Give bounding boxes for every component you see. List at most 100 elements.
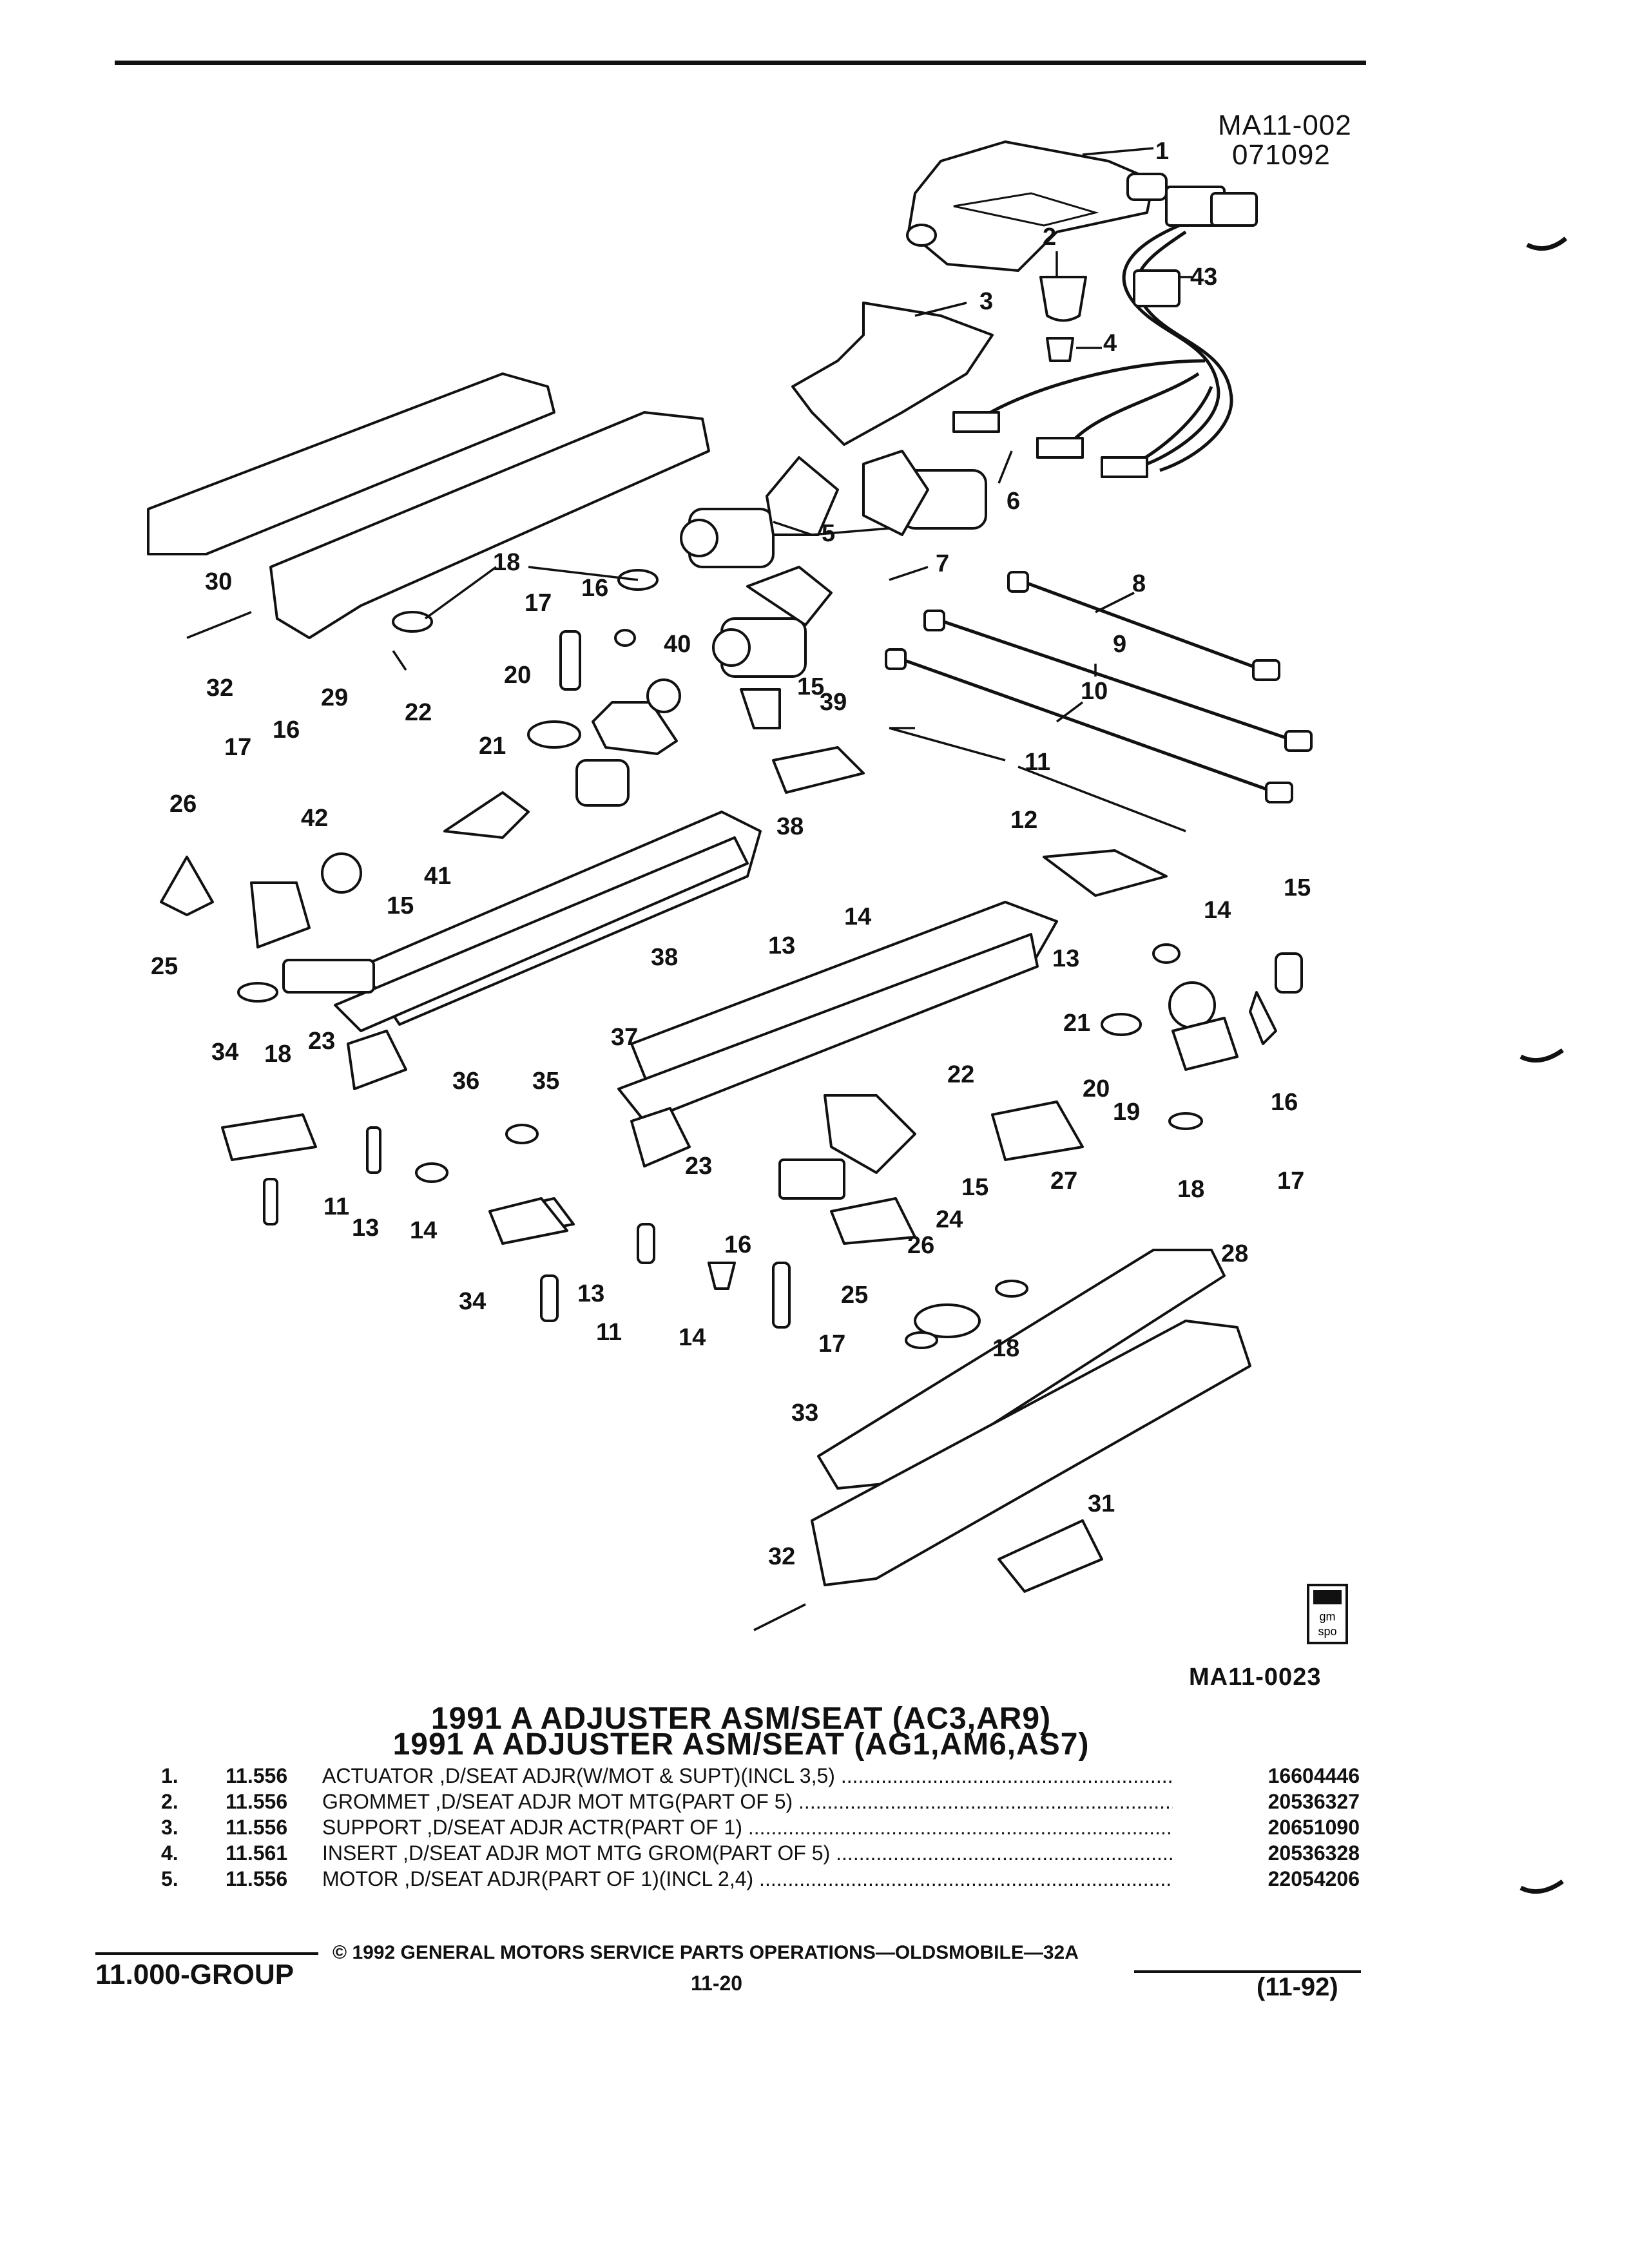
callout-13b: 13	[1052, 945, 1079, 972]
callout-25b: 25	[841, 1282, 868, 1309]
footer-revision: (11-92)	[1257, 1973, 1338, 2001]
callout-40: 40	[664, 631, 691, 658]
callout-32: 32	[206, 675, 233, 702]
footer-page: 11-20	[691, 1972, 743, 1995]
part-num: 4.	[161, 1841, 178, 1865]
callout-21: 21	[479, 733, 506, 760]
callout-16d: 16	[724, 1231, 751, 1258]
callout-23: 23	[308, 1028, 335, 1055]
callout-25: 25	[151, 953, 178, 980]
callout-13: 13	[768, 932, 795, 959]
callout-17b: 17	[224, 734, 251, 761]
part-number: 20536328	[1205, 1841, 1360, 1865]
title-line-2: 1991 A ADJUSTER ASM/SEAT (AG1,AM6,AS7)	[392, 1727, 1090, 1762]
side-panel-parts	[753, 1249, 1251, 1631]
callout-22b: 22	[947, 1061, 974, 1088]
binder-mark-3	[1519, 1879, 1565, 1894]
callout-3: 3	[979, 288, 993, 315]
callout-1: 1	[1155, 138, 1169, 165]
svg-text:spo: spo	[1318, 1625, 1336, 1638]
callout-15c: 15	[1284, 874, 1311, 901]
part-desc: GROMMET ,D/SEAT ADJR MOT MTG(PART OF 5)	[322, 1790, 1173, 1814]
part-number: 20651090	[1205, 1816, 1360, 1840]
part-num: 5.	[161, 1867, 178, 1890]
callout-20b: 20	[1083, 1075, 1110, 1102]
callout-26b: 26	[907, 1232, 934, 1259]
footer-group: 11.000-GROUP	[95, 1959, 294, 1990]
callout-13c: 13	[352, 1215, 379, 1242]
part-group: 11.556	[226, 1790, 288, 1813]
small-hardware-parts	[160, 569, 1303, 1349]
callout-37: 37	[611, 1024, 638, 1051]
callout-18: 18	[493, 549, 520, 576]
callout-7: 7	[936, 550, 949, 577]
callout-2: 2	[1043, 224, 1056, 251]
callout-18b: 18	[264, 1041, 291, 1068]
parts-row: 3. 11.556 SUPPORT ,D/SEAT ADJR ACTR(PART…	[161, 1816, 1360, 1841]
callout-14d: 14	[679, 1324, 706, 1351]
callout-18d: 18	[992, 1335, 1019, 1362]
callout-22: 22	[405, 699, 432, 726]
footer-copyright: © 1992 GENERAL MOTORS SERVICE PARTS OPER…	[333, 1942, 1079, 1963]
callout-11b: 11	[323, 1193, 349, 1220]
part-desc: INSERT ,D/SEAT ADJR MOT MTG GROM(PART OF…	[322, 1841, 1173, 1865]
callout-38b: 38	[651, 944, 678, 971]
callout-29: 29	[321, 684, 348, 711]
callout-5: 5	[822, 520, 835, 547]
motor-parts	[680, 450, 987, 678]
callout-28: 28	[1221, 1240, 1248, 1267]
callout-14: 14	[844, 903, 871, 930]
parts-row: 4. 11.561 INSERT ,D/SEAT ADJR MOT MTG GR…	[161, 1841, 1360, 1867]
callout-17d: 17	[818, 1331, 845, 1358]
part-desc: ACTUATOR ,D/SEAT ADJR(W/MOT & SUPT)(INCL…	[322, 1764, 1173, 1788]
actuator-part	[906, 140, 1168, 272]
figure-code: MA11-002	[1218, 110, 1352, 141]
callout-43: 43	[1190, 264, 1217, 291]
footer-rule-left	[95, 1952, 318, 1955]
part-number: 16604446	[1205, 1764, 1360, 1788]
part-num: 1.	[161, 1764, 178, 1787]
callout-10: 10	[1081, 678, 1108, 705]
callout-11c: 11	[596, 1319, 622, 1346]
callout-20: 20	[504, 662, 531, 689]
callout-34: 34	[211, 1039, 238, 1066]
callout-12: 12	[1010, 807, 1037, 834]
part-desc: SUPPORT ,D/SEAT ADJR ACTR(PART OF 1)	[322, 1816, 1173, 1840]
callout-leaders	[392, 147, 1192, 832]
callout-23b: 23	[685, 1153, 712, 1180]
screw-part	[186, 611, 252, 639]
callout-31: 31	[1088, 1490, 1115, 1517]
part-desc: MOTOR ,D/SEAT ADJR(PART OF 1)(INCL 2,4)	[322, 1867, 1173, 1891]
part-group: 11.556	[226, 1816, 288, 1839]
callout-27: 27	[1050, 1168, 1077, 1195]
wiring-harness	[952, 186, 1258, 478]
parts-row: 5. 11.556 MOTOR ,D/SEAT ADJR(PART OF 1)(…	[161, 1867, 1360, 1893]
side-rail-parts	[147, 372, 710, 639]
support-bracket-part	[791, 302, 994, 446]
callout-15: 15	[797, 673, 824, 700]
callout-4: 4	[1103, 330, 1117, 357]
callout-16: 16	[581, 575, 608, 602]
part-group: 11.556	[226, 1867, 288, 1890]
callout-42: 42	[301, 805, 328, 832]
callout-14c: 14	[410, 1217, 437, 1244]
part-num: 3.	[161, 1816, 178, 1839]
callout-13d: 13	[577, 1280, 604, 1307]
part-number: 20536327	[1205, 1790, 1360, 1814]
callout-32b: 32	[768, 1543, 795, 1570]
grommet-part	[1039, 276, 1087, 322]
callout-11: 11	[1025, 749, 1050, 776]
svg-text:gm: gm	[1319, 1610, 1335, 1623]
callout-16b: 16	[273, 716, 300, 744]
part-number: 22054206	[1205, 1867, 1360, 1891]
callout-33: 33	[791, 1399, 818, 1427]
callout-9: 9	[1113, 631, 1126, 658]
gm-spo-logo: gm spo	[1307, 1584, 1348, 1644]
binder-mark-1	[1526, 236, 1568, 251]
part-group: 11.556	[226, 1764, 288, 1787]
callout-15b: 15	[387, 892, 414, 919]
callout-6: 6	[1007, 488, 1020, 515]
callout-21b: 21	[1063, 1010, 1090, 1037]
callout-labels: 1 2 3 43 4 5 6 7 8 9 10 11 11 11 12 13 1…	[151, 138, 1311, 1570]
